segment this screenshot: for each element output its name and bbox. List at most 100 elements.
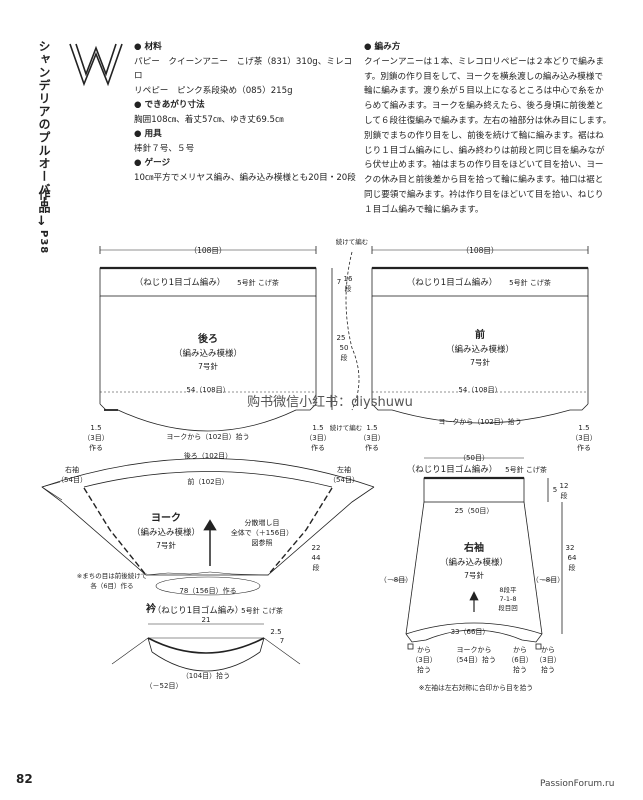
- sleeve-needle: 7号針: [464, 570, 484, 580]
- vertical-title: シャンデリアのプルオーバー: [37, 40, 51, 305]
- collar-rows: 7: [280, 637, 284, 645]
- method-line: クの休み目と前後差から目を拾って輪に編みます。袖口は裾と: [364, 175, 604, 186]
- method-line: 別鎖でまちの作り目をし、前後を続けて輪に編みます。裾はね: [364, 130, 604, 141]
- sleeve-len-unit: 段: [569, 563, 576, 572]
- sleeve-dec-note1: 8段平: [499, 585, 517, 594]
- page-ref-number: P38: [38, 230, 49, 255]
- back-width-label: （108目）: [190, 246, 227, 255]
- method-block: ● 編み方 クイーンアニーは１本、ミレコロリペピーは２本どりで編みま す。別鎖の…: [364, 40, 614, 218]
- gusset-cm: 1.5: [578, 424, 589, 432]
- method-line: １目ゴム編みで輪に編みます。: [364, 204, 484, 215]
- gusset-sts: （3目）: [83, 434, 108, 442]
- sleeve-bottom: 33（66目）: [451, 628, 490, 636]
- sleeve-dec-note3: 段目回: [498, 603, 518, 612]
- method-line: らめて編みます。ヨークを編み終えたら、後ろ身頃に前後差と: [364, 101, 604, 112]
- materials-line2: リペピー ピンク系段染め（085）215g: [134, 85, 293, 96]
- yoke-front-label: 前（102目）: [187, 477, 228, 486]
- gusset-cm: 1.5: [312, 424, 323, 432]
- sleeve-pattern: （編み込み模様）: [440, 557, 508, 568]
- yoke-needle: 7号針: [156, 540, 176, 550]
- materials-block: ● 材料 パピー クイーンアニー こげ茶（831）310g、ミレコロ リペピー …: [134, 40, 359, 185]
- gauge-heading: ゲージ: [144, 158, 171, 168]
- front-bottom-width: 54（108目）: [458, 386, 501, 394]
- method-line: 同じ要領で編みます。衿は作り目をほどいて目を拾い、ねじり: [364, 189, 604, 200]
- inc-note-2: 全体で（＋156目）: [231, 528, 293, 537]
- collar-dec: （－52目）: [146, 682, 183, 690]
- back-pattern: （編み込み模様）: [174, 348, 242, 359]
- size-heading: できあがり寸法: [144, 100, 205, 110]
- back-needle: 7号針: [198, 361, 218, 371]
- yoke-h-cm: 22: [312, 544, 321, 552]
- continue-top: 続けて編む: [336, 237, 369, 246]
- sleeve-dec-left: （－8目）: [380, 576, 412, 584]
- front-ribbing-needle: 5号針 こげ茶: [509, 278, 551, 287]
- tools-text: 棒針７号、５号: [134, 143, 195, 154]
- yoke-title: ヨーク: [151, 512, 181, 524]
- gusset-make: 作る: [365, 443, 379, 452]
- sleeve-pick: 拾う: [541, 665, 555, 674]
- front-ribbing-label: （ねじり1目ゴム編み）: [407, 277, 497, 288]
- gusset-note-1: ※まちの目は前後続けて: [77, 571, 147, 580]
- body-len-cm: 25: [337, 334, 346, 342]
- collar-h: 2.5: [270, 628, 281, 636]
- front-width-label: （108目）: [462, 246, 499, 255]
- sleeve-rib: （ねじり1目ゴム編み）: [407, 464, 497, 475]
- yoke-back-label: 後ろ（102目）: [184, 451, 232, 460]
- gusset-make: 作る: [577, 443, 591, 452]
- gusset-cm: 1.5: [366, 424, 377, 432]
- method-heading: 編み方: [374, 42, 401, 52]
- inc-note-3: 図参照: [252, 538, 273, 547]
- sleeve-cuff: 25（50目）: [455, 507, 494, 515]
- sleeve-pick: 拾う: [417, 665, 431, 674]
- sleeve-rib-cm: 5: [553, 486, 557, 494]
- sleeve-diagram: [392, 457, 563, 650]
- gusset-note-2: 各（6目）作る: [90, 581, 133, 590]
- rib-rows-unit: 段: [345, 284, 352, 293]
- page-ref-number-text: P38: [38, 230, 49, 255]
- yoke-start: 78（156目）作る: [179, 586, 236, 595]
- sleeve-title: 右袖: [463, 541, 484, 554]
- back-body-panel: [99, 246, 317, 432]
- method-line: クイーンアニーは１本、ミレコロリペピーは２本どりで編みま: [364, 56, 605, 67]
- inc-note-1: 分散増し目: [245, 518, 280, 527]
- sleeve-len-rows: 64: [568, 554, 577, 562]
- front-needle: 7号針: [470, 357, 490, 367]
- collar-diagram: [111, 623, 301, 672]
- gusset-sts: （3目）: [359, 434, 384, 442]
- yoke-h-unit: 段: [313, 563, 320, 572]
- page-ref-label: 作品: [37, 188, 51, 214]
- sleeve-from: から: [541, 646, 555, 654]
- sleeve-from-sts: （3目）: [411, 656, 436, 664]
- sleeve-from: から: [417, 646, 431, 654]
- sleeve-top: （50目）: [459, 454, 489, 462]
- front-title: 前: [475, 328, 485, 341]
- sleeve-yoke-pick: （54目）拾う: [452, 655, 496, 664]
- page-number: 82: [16, 772, 33, 786]
- watermark: 购书微信小红书：diyshuwu: [247, 394, 413, 410]
- back-title: 後ろ: [198, 332, 218, 345]
- rib-cm: 7: [337, 278, 341, 286]
- sleeve-rib-unit: 段: [561, 491, 568, 500]
- page-ref: 作品: [37, 188, 51, 214]
- materials-heading: 材料: [144, 42, 162, 52]
- sleeve-from-sts: （3目）: [535, 656, 560, 664]
- sleeve-pick: 拾う: [513, 665, 527, 674]
- sleeve-len-cm: 32: [566, 544, 575, 552]
- front-pattern: （編み込み模様）: [446, 344, 514, 355]
- gusset-sts: （3目）: [571, 434, 596, 442]
- sleeve-from: から: [513, 646, 527, 654]
- sleeve-note: ※左袖は左右対称に合印から目を拾う: [419, 683, 533, 692]
- materials-line1: パピー クイーンアニー こげ茶（831）310g、ミレコロ: [134, 56, 353, 82]
- sleeve-rib-rows: 12: [560, 482, 569, 490]
- collar-width: 21: [202, 616, 211, 624]
- yoke-diagram: [41, 458, 375, 596]
- method-line: 輪に編みます。渡り糸が５目以上になるところは中心で糸をか: [364, 86, 604, 97]
- gusset-cm: 1.5: [90, 424, 101, 432]
- collar-needle: 5号針 こげ茶: [241, 606, 283, 615]
- method-line: して６段往復編みで編みます。左右の袖部分は休み目にします。: [364, 115, 612, 126]
- sleeve-dec-right: （－8目）: [532, 576, 564, 584]
- gauge-text: 10㎝平方でメリヤス編み、編み込み模様とも20目・20段: [134, 172, 356, 183]
- yoke-pattern: （編み込み模様）: [132, 527, 200, 538]
- method-line: ら伏せ止めます。袖はまちの作り目をほどいて目を拾い、ヨー: [364, 160, 604, 171]
